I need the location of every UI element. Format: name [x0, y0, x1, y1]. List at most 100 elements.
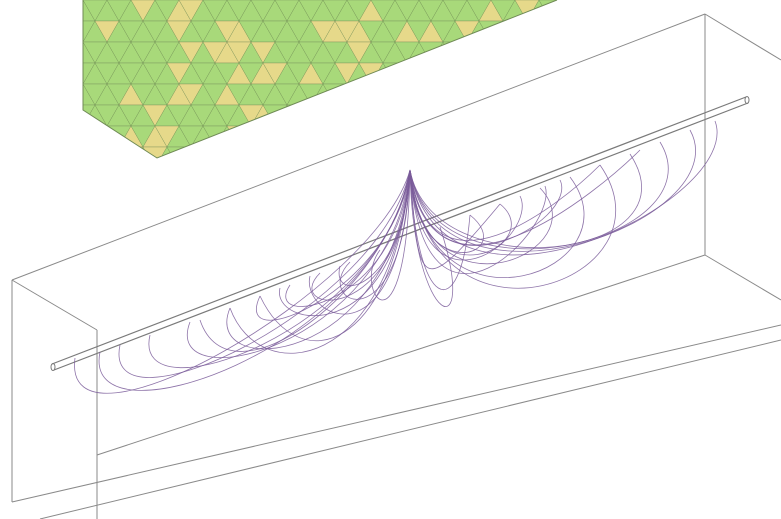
mesh-triangle — [575, 63, 599, 84]
mesh-triangle — [322, 146, 348, 158]
mesh-triangle — [575, 126, 599, 147]
mesh-triangle — [550, 83, 557, 106]
mesh-triangle — [527, 168, 551, 189]
mesh-triangle — [334, 83, 360, 106]
mesh-triangle — [323, 168, 347, 189]
mesh-edge-outline — [82, 0, 558, 159]
box-back-top-edge — [11, 13, 706, 281]
field-line — [229, 169, 411, 354]
mesh-triangle — [563, 21, 587, 42]
mesh-triangle — [502, 104, 528, 127]
mesh-triangle — [382, 83, 408, 106]
mesh-triangle — [466, 146, 492, 158]
mesh-triangle — [334, 125, 360, 148]
mesh-triangle — [599, 0, 623, 21]
mesh-triangle — [179, 168, 203, 189]
mesh-triangle — [478, 125, 504, 148]
field-line — [187, 169, 411, 358]
mesh-triangle — [335, 168, 359, 189]
mesh-triangle — [310, 104, 336, 127]
mesh-triangle — [514, 20, 540, 43]
mesh-triangle — [347, 168, 371, 189]
mesh-triangle — [431, 168, 455, 189]
field-line — [409, 169, 523, 261]
field-line — [339, 169, 411, 300]
mesh-triangle — [587, 105, 611, 126]
mesh-triangle — [143, 168, 167, 189]
box-floor-lower-edge — [39, 339, 781, 519]
field-line — [338, 169, 411, 287]
mesh-triangle — [587, 0, 611, 21]
mesh-triangle — [322, 83, 348, 106]
field-line — [118, 169, 411, 378]
mesh-triangle — [371, 168, 395, 189]
mesh-triangle — [514, 146, 540, 158]
mesh-triangle — [334, 146, 360, 158]
mesh-triangle — [346, 83, 372, 106]
mesh-triangle — [466, 83, 492, 106]
mesh-triangle — [478, 20, 504, 43]
mesh-triangulation — [83, 0, 623, 189]
field-line — [409, 120, 718, 256]
mesh-triangle — [358, 104, 384, 127]
mesh-triangle — [418, 146, 444, 158]
field-line — [409, 153, 642, 248]
mesh-triangle — [550, 0, 557, 22]
mesh-triangle — [418, 83, 444, 106]
mesh-triangle — [563, 168, 587, 189]
field-line — [409, 129, 696, 252]
mesh-triangle — [502, 20, 528, 43]
mesh-triangle — [274, 146, 300, 158]
mesh-triangle — [502, 146, 528, 158]
mesh-triangle — [587, 84, 611, 105]
mesh-triangle — [490, 125, 516, 148]
mesh-triangle — [394, 104, 420, 127]
mesh-triangle — [442, 62, 468, 85]
mesh-triangle — [443, 168, 467, 189]
mesh-triangle — [490, 41, 516, 64]
mesh-triangle — [490, 62, 516, 85]
mesh-triangle — [587, 21, 611, 42]
box-front-top-edge — [11, 279, 98, 331]
mesh-triangle — [599, 126, 623, 147]
mesh-triangle — [599, 105, 623, 126]
mesh-triangle — [599, 21, 623, 42]
mesh-triangle — [454, 41, 480, 64]
mesh-triangle — [382, 62, 408, 85]
mesh-triangle — [178, 146, 204, 158]
mesh-triangle — [550, 62, 557, 85]
mesh-triangle — [83, 125, 96, 148]
mesh-triangle — [298, 104, 324, 127]
mesh-triangle — [214, 146, 240, 158]
mesh-triangle — [383, 168, 407, 189]
mesh-triangle — [587, 126, 611, 147]
mesh-triangle — [502, 62, 528, 85]
mesh-triangle — [418, 62, 444, 85]
mesh-block — [82, 0, 623, 189]
box-inner-right-edge — [704, 254, 781, 301]
mesh-triangle — [514, 104, 540, 127]
field-line — [370, 169, 411, 301]
mesh-triangle — [406, 125, 432, 148]
mesh-triangle — [575, 84, 599, 105]
mesh-triangle — [346, 104, 372, 127]
mesh-triangle — [202, 146, 228, 158]
mesh-triangle — [394, 146, 420, 158]
mesh-triangle — [322, 104, 348, 127]
mesh-triangle — [430, 62, 456, 85]
mesh-triangle — [107, 168, 131, 189]
field-line — [226, 169, 411, 350]
mesh-triangle — [370, 146, 396, 158]
field-line — [199, 169, 411, 352]
mesh-triangle — [550, 125, 557, 148]
box-back-right-edge — [704, 13, 781, 61]
mesh-triangle — [599, 42, 623, 63]
mesh-triangle — [94, 146, 120, 158]
mesh-triangle — [83, 125, 108, 148]
mesh-triangle — [263, 168, 287, 189]
field-line — [409, 169, 563, 246]
rod-lower-line — [53, 102, 749, 371]
mesh-triangle — [298, 125, 324, 148]
mesh-triangle — [83, 168, 107, 189]
